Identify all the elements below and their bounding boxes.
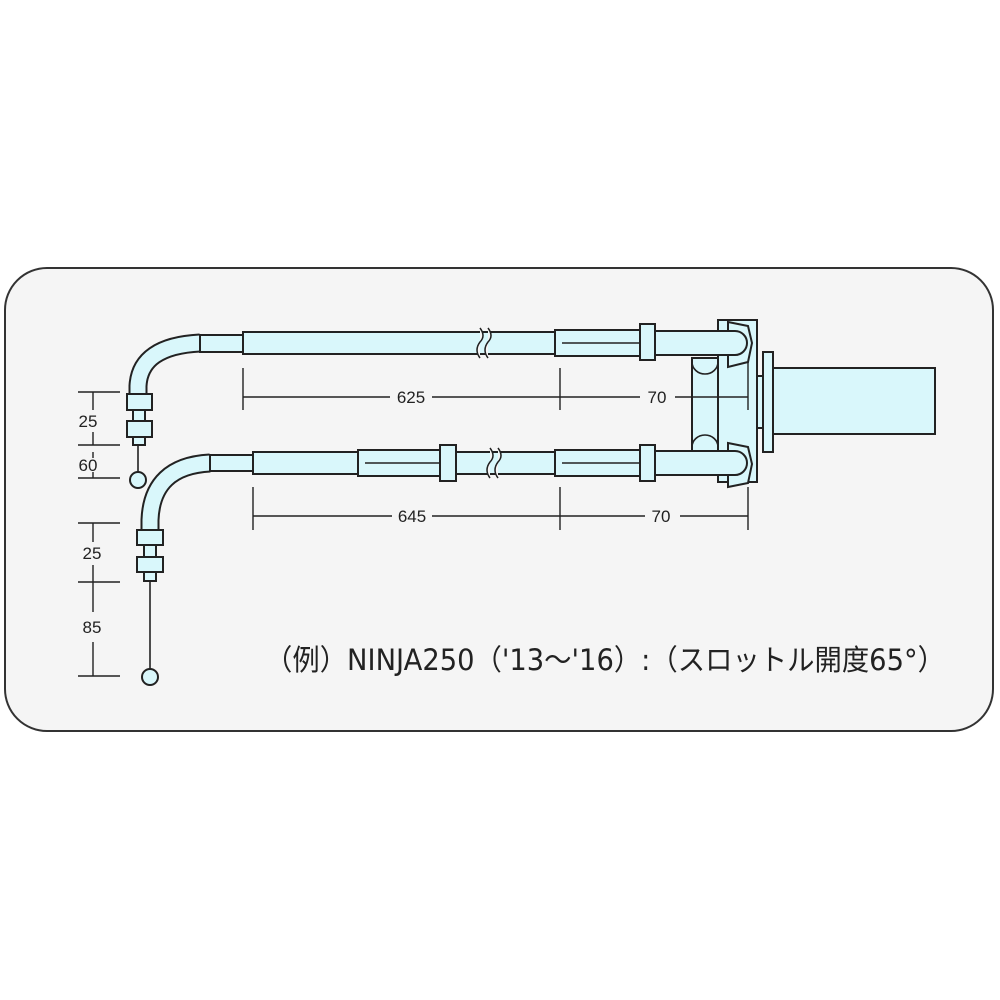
dim-upper-end: 70	[648, 388, 667, 407]
cable-end-ball	[129, 471, 147, 489]
adjuster-nut	[439, 444, 457, 482]
lower-cable	[136, 444, 748, 686]
lock-nut	[136, 529, 164, 546]
upper-cable	[126, 323, 748, 489]
dim-upper-wire: 60	[79, 456, 98, 475]
adjuster-nut	[639, 323, 656, 361]
caption: （例）NINJA250（'13～'16）:（スロットル開度65°）	[265, 643, 945, 677]
grip-flange	[762, 351, 774, 453]
dim-upper-length: 625	[397, 388, 425, 407]
handlebar-grip	[772, 367, 936, 435]
dimension-lines	[78, 362, 749, 677]
dim-upper-thread: 25	[79, 412, 98, 431]
dim-lower-wire: 85	[83, 618, 102, 637]
dim-lower-end: 70	[652, 507, 671, 526]
dim-lower-length: 645	[398, 507, 426, 526]
pulley	[691, 357, 720, 452]
adjuster-nut	[639, 444, 656, 482]
cable-end-ball	[141, 668, 159, 686]
dim-lower-thread: 25	[83, 544, 102, 563]
lock-nut	[126, 393, 153, 411]
lock-nut	[126, 420, 153, 438]
lock-nut	[136, 556, 164, 573]
